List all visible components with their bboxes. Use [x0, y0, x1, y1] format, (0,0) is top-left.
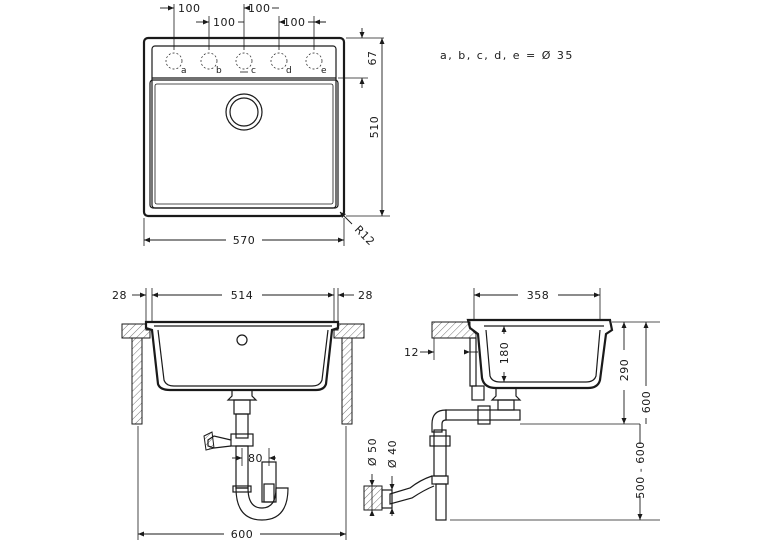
side-drain: [490, 388, 522, 401]
side-connection-pipe: [389, 475, 435, 505]
svg-text:d: d: [286, 66, 292, 76]
side-outlet-pipe: [445, 409, 521, 421]
tap-hole-e: e: [305, 52, 327, 76]
dim-spacing-bottom-right: 100: [279, 16, 326, 29]
svg-text:80: 80: [248, 452, 263, 465]
dim-rim-offset: 12: [404, 346, 478, 359]
dim-radius: R12: [339, 211, 378, 249]
svg-text:570: 570: [233, 234, 256, 247]
trap-nut: [230, 433, 254, 447]
left-cabinet-wall: [131, 337, 143, 425]
svg-text:R12: R12: [352, 223, 378, 249]
svg-text:a: a: [181, 66, 187, 76]
dim-depth: 510: [368, 38, 385, 216]
dim-bowl-width: 358: [474, 289, 600, 302]
tap-hole-b: b: [200, 52, 222, 76]
drain-fitting: [226, 390, 258, 401]
svg-text:180: 180: [498, 342, 511, 365]
dim-width: 570: [144, 234, 344, 247]
wall-socket: [363, 485, 383, 511]
side-trap-bottom: [435, 483, 447, 521]
dim-left-rim: 28: [112, 289, 146, 302]
dim-cabinet-range: 500 - 600: [634, 424, 647, 520]
top-view: a b c d e 100: [142, 2, 390, 249]
svg-text:Ø 50: Ø 50: [366, 438, 379, 466]
svg-text:600: 600: [231, 528, 254, 541]
dim-spacing-top-right: 100: [244, 2, 279, 15]
overflow-hole: [236, 334, 248, 346]
right-countertop: [333, 323, 365, 339]
dim-trap-offset: 80: [232, 452, 276, 465]
svg-text:b: b: [216, 66, 222, 76]
right-cabinet-wall: [341, 337, 353, 425]
svg-text:500 - 600: 500 - 600: [634, 441, 647, 498]
tap-hole-d: d: [270, 52, 292, 76]
bowl-outline: [149, 79, 339, 209]
sink-outline: [142, 36, 346, 218]
side-countertop: [431, 321, 477, 339]
side-sink-body: [466, 318, 614, 390]
tail-pipe: [235, 413, 249, 439]
tap-hole-a: a: [165, 52, 187, 76]
bowl-inner-outline: [154, 83, 334, 205]
dim-spacing-bottom-left: 100: [196, 16, 244, 29]
svg-text:c: c: [251, 66, 256, 76]
dim-cabinet-depth-side: 600: [640, 322, 653, 424]
svg-text:Ø 40: Ø 40: [386, 440, 399, 468]
dim-inner-width: 514: [152, 289, 334, 302]
svg-text:290: 290: [618, 359, 631, 382]
svg-text:100: 100: [248, 2, 271, 15]
overflow-channel: [469, 337, 477, 387]
svg-text:100: 100: [283, 16, 306, 29]
hole-diameter-note: a, b, c, d, e = Ø 35: [440, 49, 574, 62]
side-trap-pipe: [433, 429, 447, 477]
svg-text:510: 510: [368, 116, 381, 139]
sink-inner-outline: [151, 45, 337, 209]
svg-text:358: 358: [527, 289, 550, 302]
svg-text:514: 514: [231, 289, 254, 302]
svg-text:600: 600: [640, 391, 653, 414]
dim-pipe-outer: Ø 50: [366, 438, 379, 516]
dim-bowl-depth: 180: [498, 326, 511, 382]
svg-text:28: 28: [112, 289, 127, 302]
dim-cabinet-width: 600: [138, 528, 346, 541]
side-view: 358 12 180 290: [363, 288, 660, 521]
tap-hole-c: c: [235, 52, 256, 76]
dim-deck-depth: 67: [359, 28, 379, 88]
drain-outer: [225, 93, 263, 131]
svg-text:e: e: [321, 66, 327, 76]
svg-text:100: 100: [178, 2, 201, 15]
dim-right-rim: 28: [338, 289, 373, 302]
sink-inner-wall: [154, 325, 332, 387]
drain-body: [233, 399, 251, 415]
dim-spacing-top-left: 100: [160, 2, 201, 15]
dim-pipe-inner: Ø 40: [386, 440, 399, 516]
svg-text:12: 12: [404, 346, 419, 359]
svg-text:67: 67: [366, 51, 379, 66]
sink-body: [144, 320, 340, 392]
front-view: 28 514 28 80: [112, 288, 373, 541]
svg-text:28: 28: [358, 289, 373, 302]
svg-text:100: 100: [213, 16, 236, 29]
drain-inner: [229, 97, 259, 127]
dim-outlet-height: 290: [618, 322, 631, 424]
